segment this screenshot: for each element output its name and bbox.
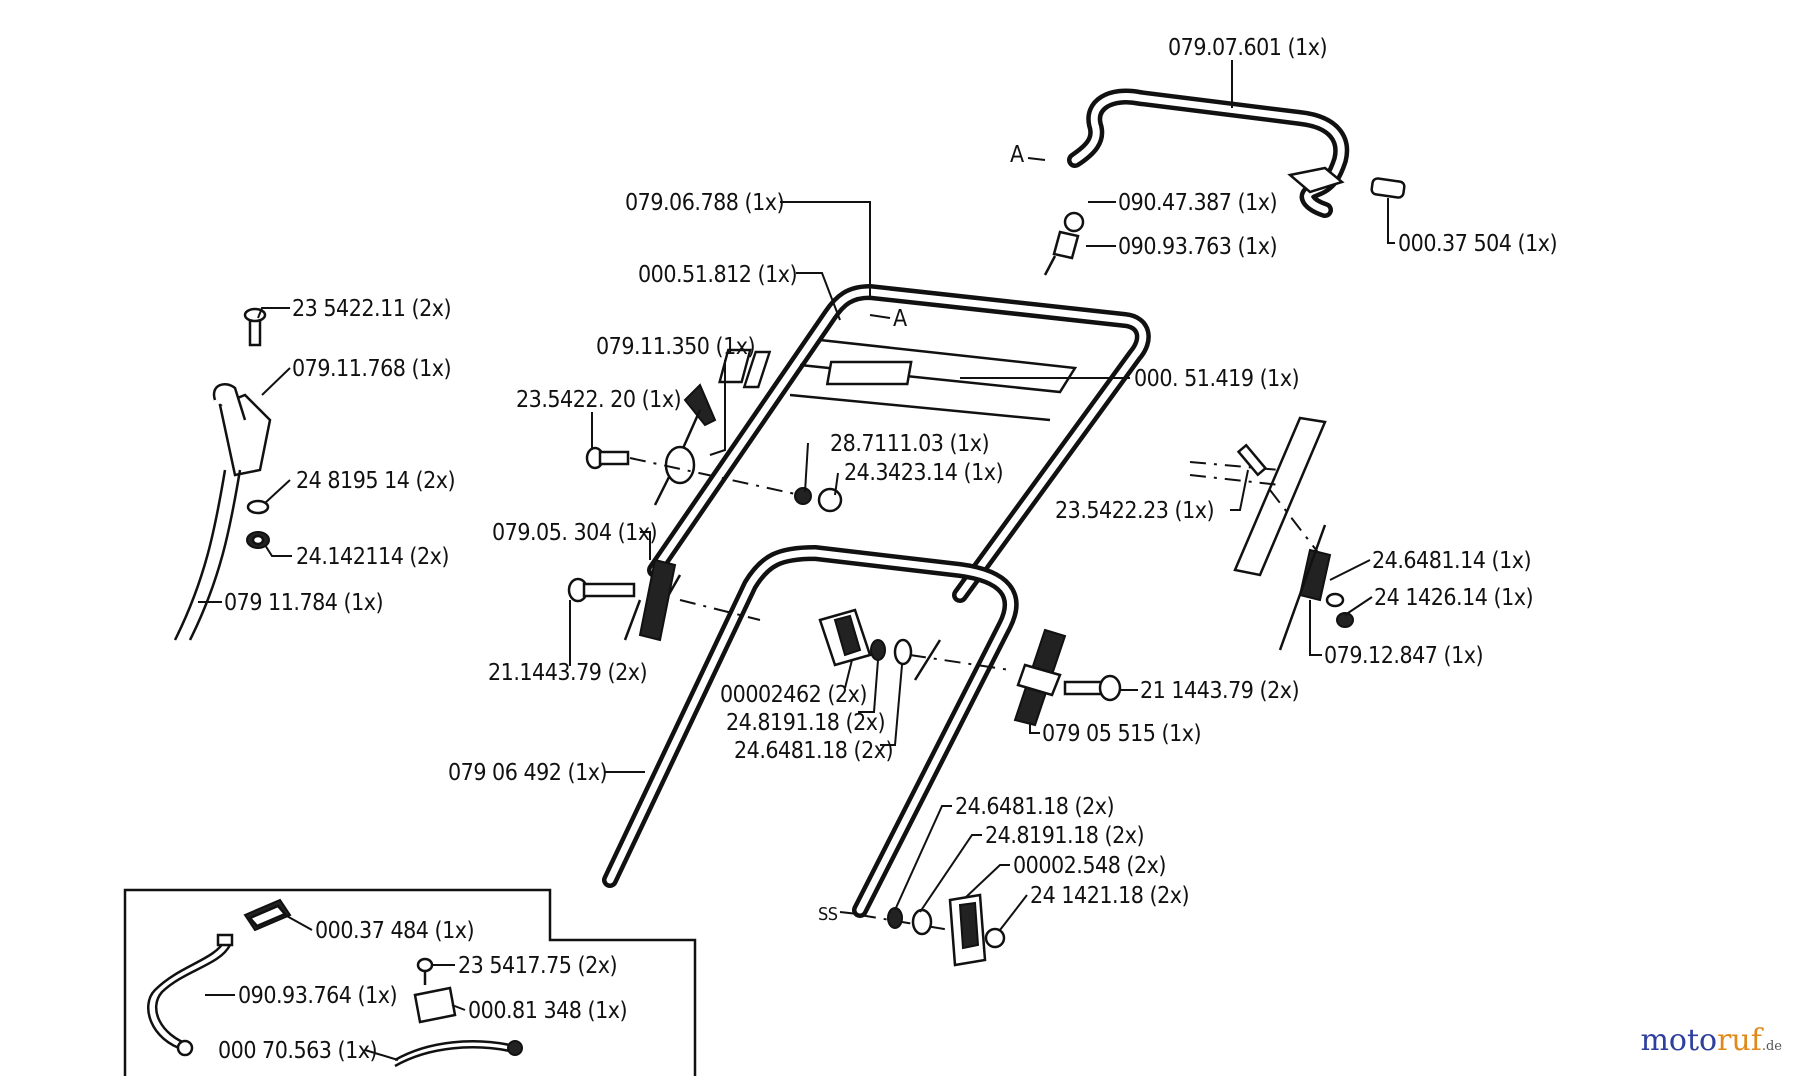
part-label: 000. 51.419 (1x): [1134, 366, 1299, 392]
brand-part-2: ruf: [1717, 1023, 1762, 1058]
accessory-inset: [123, 888, 697, 1076]
part-label: 24 8195 14 (2x): [296, 468, 455, 494]
frame-bracket-detail: [1189, 416, 1354, 651]
knob-090-47-387: [1043, 211, 1085, 276]
leader-lines: [198, 60, 1395, 1061]
part-label: 24.6481.18 (2x): [955, 794, 1114, 820]
part-label: 079.05. 304 (1x): [492, 520, 657, 546]
main-handle-frame: [647, 284, 1151, 603]
part-label: 23 5422.11 (2x): [292, 296, 451, 322]
part-label: 24.6481.18 (2x): [734, 738, 893, 764]
part-label: 24.3423.14 (1x): [844, 460, 1003, 486]
part-label: 24.6481.14 (1x): [1372, 548, 1531, 574]
part-label: 21.1443.79 (2x): [488, 660, 647, 686]
brand-part-1: moto: [1640, 1023, 1718, 1058]
upper-handle-tube: [1067, 88, 1350, 218]
part-label: 23.5422.23 (1x): [1055, 498, 1214, 524]
part-label: 24 1426.14 (1x): [1374, 585, 1533, 611]
part-label: 24.8191.18 (2x): [985, 823, 1144, 849]
part-label: 079.07.601 (1x): [1168, 35, 1327, 61]
part-label: 24.142114 (2x): [296, 544, 449, 570]
part-label: 079.11.350 (1x): [596, 334, 755, 360]
marker-a-mid: A: [893, 306, 907, 332]
part-label: 24.8191.18 (2x): [726, 710, 885, 736]
part-label: 24 1421.18 (2x): [1030, 883, 1189, 909]
part-label: 21 1443.79 (2x): [1140, 678, 1299, 704]
part-label: 090.47.387 (1x): [1118, 190, 1277, 216]
part-label: 000.51.812 (1x): [638, 262, 797, 288]
part-label: 00002.548 (2x): [1013, 853, 1166, 879]
clamp-079-05-515: [1013, 628, 1122, 727]
part-label: 23.5422. 20 (1x): [516, 387, 681, 413]
brake-lever: [653, 383, 717, 506]
part-label: 000.81 348 (1x): [468, 998, 627, 1024]
part-label: 079.12.847 (1x): [1324, 643, 1483, 669]
part-label: 28.7111.03 (1x): [830, 431, 989, 457]
part-label: 090.93.763 (1x): [1118, 234, 1277, 260]
center-knob-group: [818, 608, 1011, 671]
brand-part-3: .de: [1761, 1039, 1782, 1054]
part-label: 079 06 492 (1x): [448, 760, 607, 786]
marker-a-top: A: [1010, 142, 1024, 168]
part-label: 000.37 504 (1x): [1398, 231, 1557, 257]
part-label: 079.06.788 (1x): [625, 190, 784, 216]
part-label: 079.11.768 (1x): [292, 356, 451, 382]
clamp-079-05-304: [567, 558, 761, 642]
part-label: 090.93.764 (1x): [238, 983, 397, 1009]
part-label: 000.37 484 (1x): [315, 918, 474, 944]
part-label: 23 5417.75 (2x): [458, 953, 617, 979]
part-label: 000 70.563 (1x): [218, 1038, 377, 1064]
bottom-knob-group: [859, 893, 1006, 967]
brand-watermark: motoruf.de: [1640, 1023, 1782, 1058]
marker-ss: SS: [818, 904, 838, 925]
control-lever-assembly: [173, 307, 272, 641]
part-label: 079 11.784 (1x): [224, 590, 383, 616]
part-label: 079 05 515 (1x): [1042, 721, 1201, 747]
part-label: 00002462 (2x): [720, 682, 867, 708]
handle-plug: [1370, 177, 1406, 199]
